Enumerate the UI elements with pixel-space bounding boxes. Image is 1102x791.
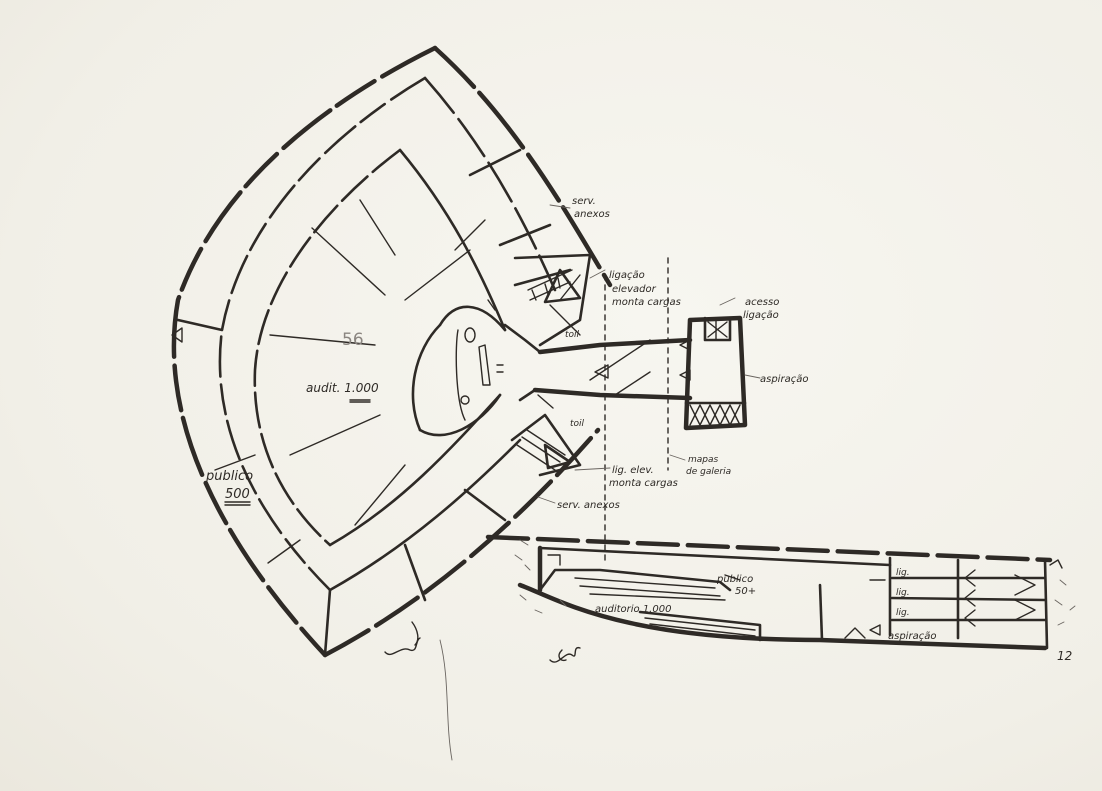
- aspiracao-right-label: aspiração: [760, 374, 808, 385]
- plan-stage: [455, 299, 504, 421]
- svg-text:elevador: elevador: [612, 284, 657, 295]
- svg-text:ligação: ligação: [743, 310, 779, 321]
- aspiracao-section-label: aspiração: [888, 631, 936, 642]
- ligacao-top-label: ligação elevador monta cargas: [609, 270, 681, 308]
- sheet-number: 12: [1057, 649, 1072, 663]
- publico-section-label: publico: [716, 574, 753, 585]
- publico-count: 500: [225, 487, 250, 502]
- svg-text:monta cargas: monta cargas: [609, 478, 678, 489]
- svg-text:ligação: ligação: [609, 270, 645, 281]
- toil-top-label: toil: [565, 330, 580, 340]
- number-56: 56: [342, 330, 364, 350]
- auditorio-underline: [349, 399, 371, 403]
- acesso-label: acesso ligação: [743, 297, 779, 321]
- plan-leader-lines: [537, 204, 761, 504]
- section-drawing: [485, 534, 1076, 651]
- lig-label-2: lig.: [896, 588, 910, 598]
- plan-lower-stair: [510, 394, 582, 477]
- svg-text:lig. elev.: lig. elev.: [612, 465, 654, 476]
- svg-text:serv.: serv.: [572, 196, 596, 207]
- publico-label: publico: [205, 469, 253, 484]
- plan-right-annex: [683, 315, 748, 431]
- publico-section-count: 50+: [735, 586, 756, 597]
- svg-text:monta cargas: monta cargas: [612, 297, 681, 308]
- mapas-label: mapas de galeria: [686, 455, 731, 477]
- svg-text:acesso: acesso: [745, 297, 779, 308]
- lig-label-3: lig.: [896, 608, 910, 618]
- auditorio-plan-label: audit. 1.000: [306, 381, 379, 395]
- plan-concourse-ring: [176, 76, 572, 657]
- toil-bottom-label: toil: [570, 419, 585, 429]
- plan-outer-wall: [171, 45, 613, 658]
- serv-anexos-bottom-label: serv. anexos: [557, 500, 620, 511]
- publico-underline: [224, 501, 251, 506]
- lig-label-1: lig.: [896, 568, 910, 578]
- plan-central-passage: [503, 257, 693, 561]
- svg-text:mapas: mapas: [688, 455, 719, 465]
- auditorio-section-label: auditorio 1.000: [595, 604, 671, 615]
- plan-entry-arrow: [171, 327, 183, 343]
- plan-upper-stair: [513, 253, 592, 347]
- margin-scribbles: [384, 621, 581, 761]
- plan-seating-block: [253, 148, 507, 547]
- svg-text:anexos: anexos: [574, 209, 610, 220]
- lig-elev-label: lig. elev. monta cargas: [609, 465, 678, 489]
- serv-anexos-top-label: serv. anexos: [572, 196, 610, 220]
- svg-text:de galeria: de galeria: [686, 467, 731, 477]
